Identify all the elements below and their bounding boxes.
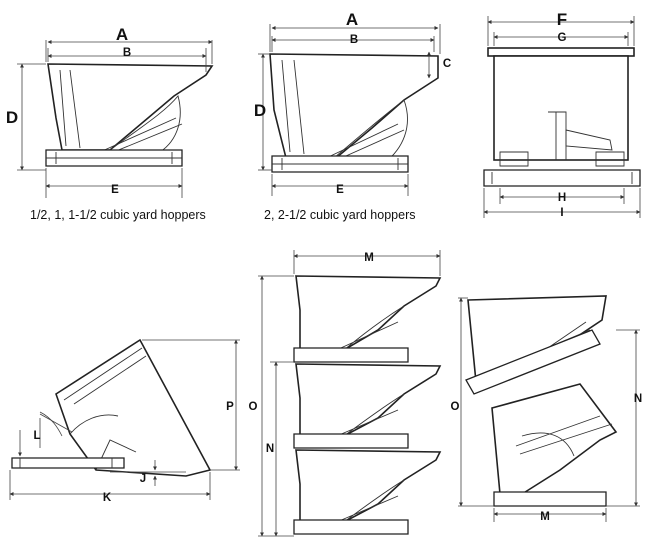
label-e-large: E <box>336 184 344 196</box>
label-i: I <box>560 207 563 219</box>
label-d: D <box>6 108 18 127</box>
stacked-tipped-hoppers-view <box>458 295 640 522</box>
label-c: C <box>443 58 451 70</box>
label-g: G <box>558 32 567 44</box>
label-n-tipped: N <box>634 393 642 405</box>
label-a-large: A <box>346 10 358 29</box>
label-o-tipped: O <box>451 401 460 413</box>
label-n: N <box>266 443 274 455</box>
tipped-stack-lower <box>491 383 618 507</box>
label-b-large: B <box>350 34 358 46</box>
tipped-stack-upper <box>465 295 607 395</box>
label-a: A <box>116 25 128 44</box>
stacked-hoppers-view <box>258 250 442 537</box>
label-f: F <box>557 10 567 29</box>
label-k: K <box>103 492 112 504</box>
stack-hopper-top <box>293 275 442 363</box>
stack-hopper-middle <box>293 363 442 449</box>
small-hopper-side-view <box>17 40 214 198</box>
large-hopper-side-view <box>258 24 441 196</box>
caption-small-hoppers: 1/2, 1, 1-1/2 cubic yard hoppers <box>30 208 206 222</box>
hopper-front-view <box>483 16 641 218</box>
tipped-hopper-view <box>9 338 240 500</box>
label-m-tipped: M <box>540 511 550 523</box>
label-p: P <box>226 401 234 413</box>
label-l: L <box>33 430 40 442</box>
label-j: J <box>140 473 146 485</box>
stack-hopper-bottom <box>293 449 442 535</box>
caption-large-hoppers: 2, 2-1/2 cubic yard hoppers <box>264 208 415 222</box>
label-d-large: D <box>254 101 266 120</box>
label-b: B <box>123 47 131 59</box>
label-e: E <box>111 184 119 196</box>
label-m: M <box>364 252 374 264</box>
label-o: O <box>249 401 258 413</box>
label-h: H <box>558 192 566 204</box>
